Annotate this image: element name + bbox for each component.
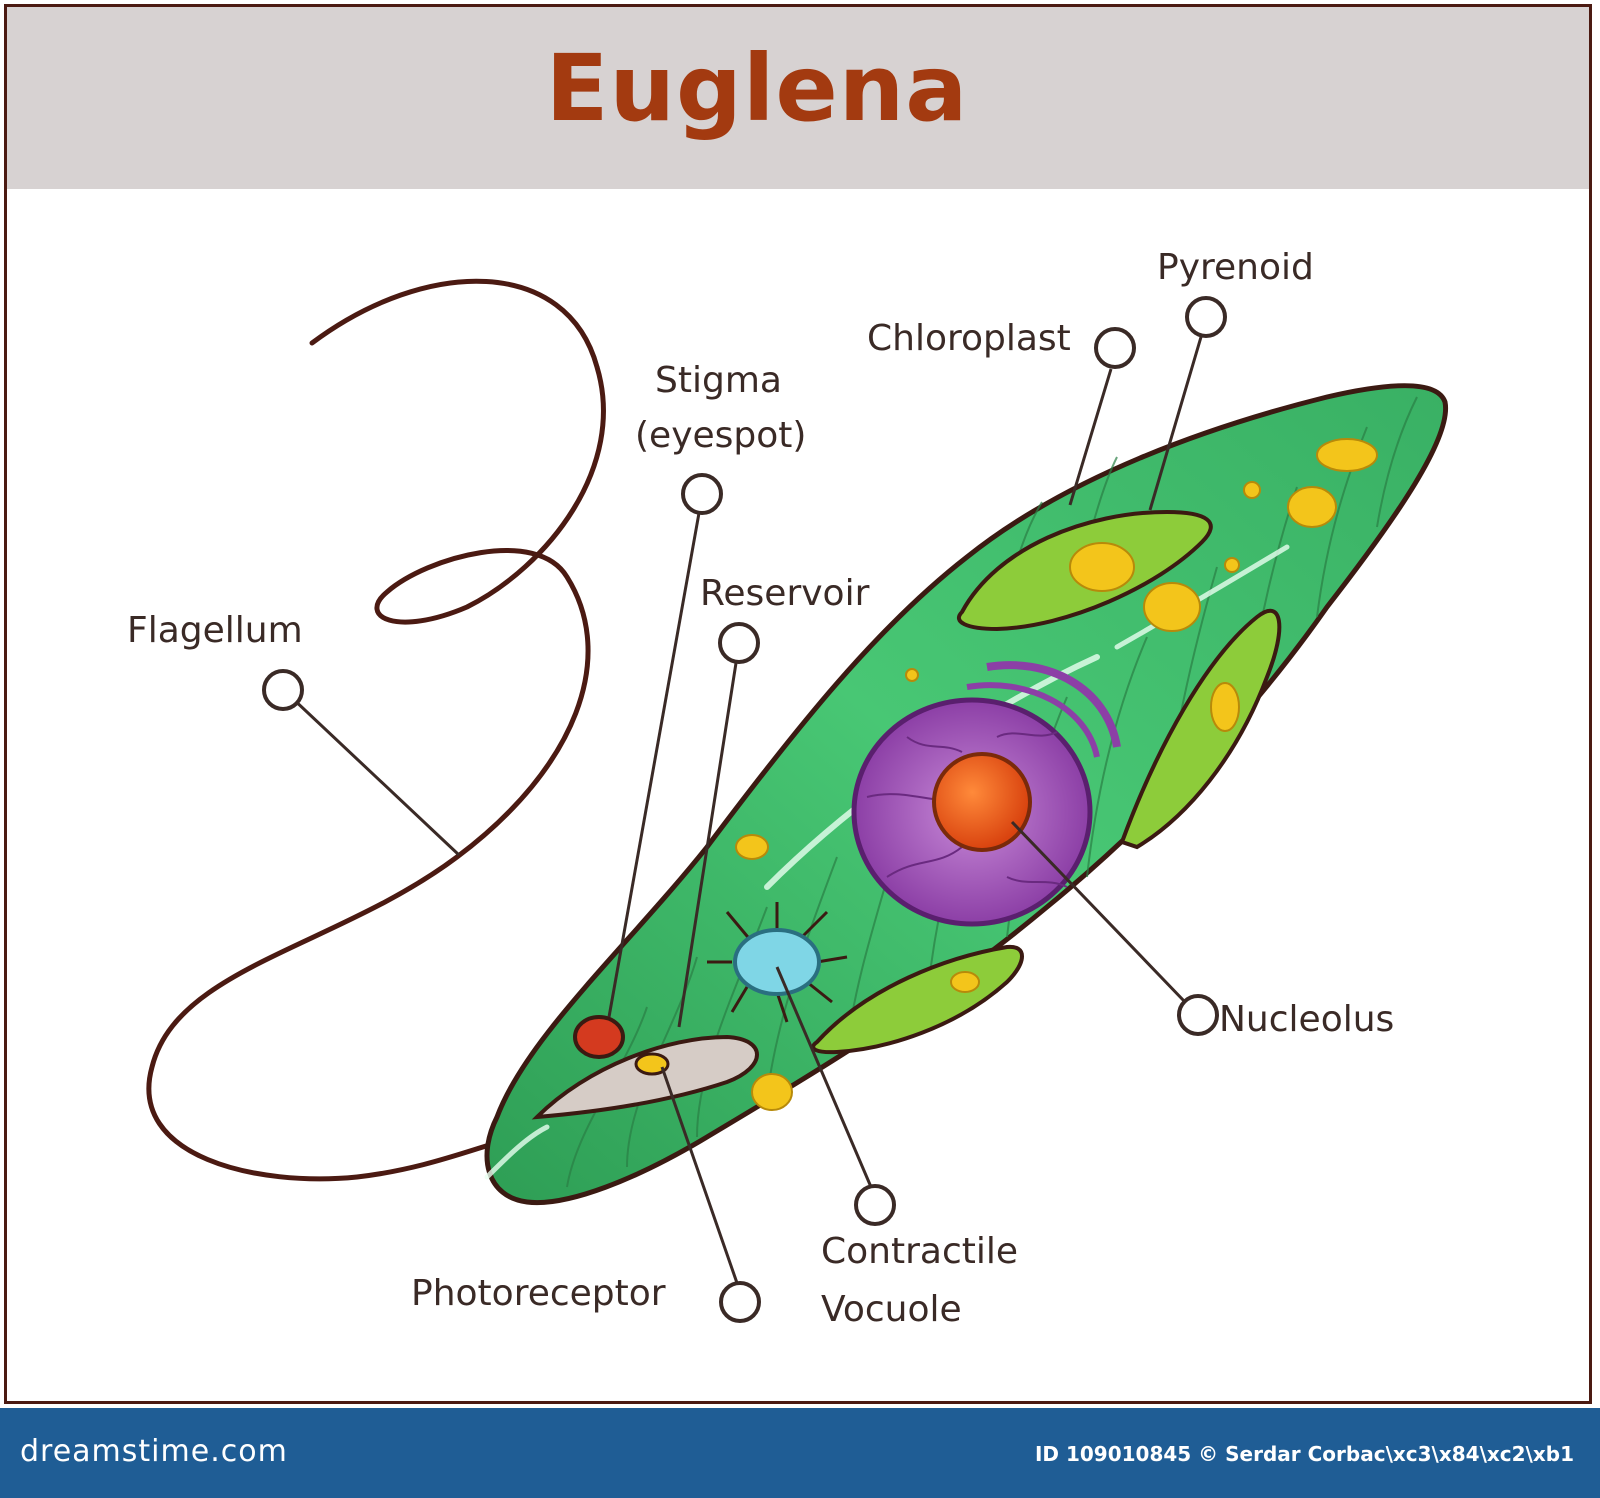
- footer-site-link[interactable]: dreamstime.com: [20, 1434, 288, 1469]
- pyrenoid-bodies: [735, 438, 1378, 1111]
- nucleolus: [932, 752, 1032, 852]
- label-nucleolus: Nucleolus: [1219, 999, 1394, 1040]
- photoreceptor-body: [634, 1052, 670, 1076]
- euglena-illustration: Flagellum Stigma (eyespot) Reservoir Chl…: [127, 247, 1449, 1330]
- cell-highlight: [1114, 544, 1290, 650]
- label-photoreceptor: Photoreceptor: [411, 1273, 666, 1314]
- label-chloroplast: Chloroplast: [867, 318, 1071, 359]
- label-stigma: Stigma: [655, 360, 782, 401]
- label-vacuole: Vocuole: [821, 1289, 962, 1330]
- endoplasmic-reticulum: [966, 682, 1100, 758]
- cell-highlight: [484, 1124, 550, 1180]
- label-eyespot: (eyespot): [635, 415, 806, 456]
- title-band: [7, 7, 1589, 189]
- flagellum-strand: [146, 278, 606, 1182]
- leader-lines: [288, 336, 1203, 1284]
- label-reservoir: Reservoir: [700, 573, 870, 614]
- endoplasmic-reticulum: [986, 661, 1121, 748]
- footer-bar: dreamstime.com ID 109010845 © Serdar Cor…: [0, 1408, 1600, 1498]
- label-pyrenoid: Pyrenoid: [1157, 247, 1314, 288]
- label-markers: [262, 296, 1227, 1323]
- diagram-frame: Euglena: [4, 4, 1592, 1404]
- label-contractile: Contractile: [821, 1231, 1018, 1272]
- label-flagellum: Flagellum: [127, 610, 303, 651]
- footer-credit: ID 109010845 © Serdar Corbac\xc3\x84\xc2…: [1034, 1442, 1574, 1466]
- contractile-vacuole: [707, 902, 848, 1023]
- stigma-eyespot: [573, 1015, 625, 1059]
- reservoir: [531, 1034, 759, 1120]
- diagram-title: Euglena: [545, 35, 969, 142]
